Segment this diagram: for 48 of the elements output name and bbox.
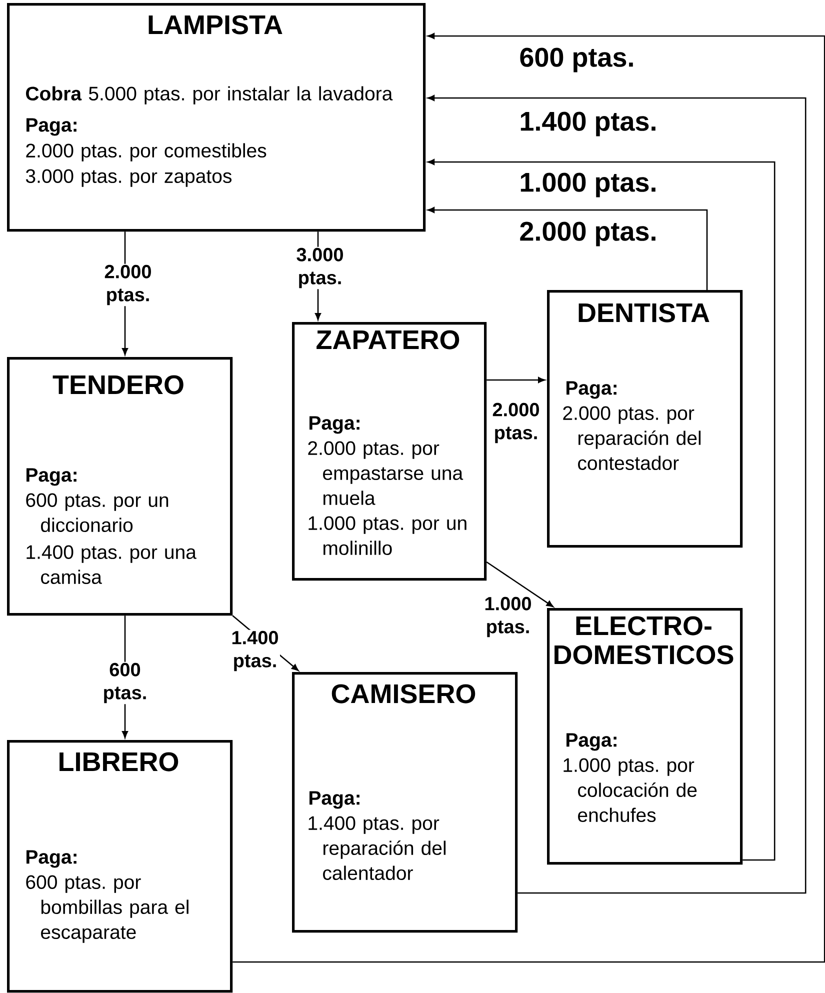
income-text: Cobra 5.000 ptas. por instalar la lavadora bbox=[26, 86, 393, 104]
edge-label: 2.000 ptas. bbox=[518, 220, 658, 248]
role-box bbox=[7, 3, 426, 232]
payment-item: 600 ptas. por bombillas para el escaparate bbox=[26, 875, 188, 943]
arrow bbox=[428, 159, 776, 861]
section-heading: Paga: bbox=[310, 416, 360, 434]
box-title: ZAPATERO bbox=[316, 330, 460, 350]
payment-item: 3.000 ptas. por zapatos bbox=[26, 169, 232, 187]
role-box bbox=[547, 290, 743, 548]
role-box bbox=[547, 608, 743, 865]
arrow bbox=[486, 377, 546, 383]
role-box bbox=[7, 740, 233, 993]
box-title: ELECTRO-DOMESTICOS bbox=[554, 616, 734, 664]
payment-item: 1.000 ptas. por un molinillo bbox=[308, 516, 466, 555]
section-heading: Paga: bbox=[566, 733, 616, 751]
edge-label: 600 ptas. bbox=[518, 46, 636, 74]
box-title: LIBRERO bbox=[60, 752, 178, 772]
box-title: CAMISERO bbox=[332, 684, 476, 704]
payment-item: 2.000 ptas. por empastarse una muela bbox=[308, 441, 464, 505]
section-heading: Paga: bbox=[566, 381, 616, 399]
edge-label: 600 ptas. bbox=[100, 662, 150, 704]
payment-item: 2.000 ptas. por reparación del contestador bbox=[563, 406, 701, 470]
payment-item: 1.400 ptas. por reparación del calentador bbox=[308, 816, 446, 880]
edge-label: 1.000 ptas. bbox=[483, 596, 533, 638]
edge-label: 2.000 ptas. bbox=[103, 264, 153, 306]
role-box bbox=[292, 672, 518, 933]
role-box bbox=[292, 322, 487, 581]
payment-item: 600 ptas. por un diccionario bbox=[26, 493, 168, 532]
box-title: LAMPISTA bbox=[148, 15, 282, 34]
edge-label: 1.000 ptas. bbox=[518, 172, 658, 198]
edge-label: 1.400 ptas. bbox=[230, 630, 280, 672]
payment-item: 2.000 ptas. por comestibles bbox=[26, 143, 266, 162]
role-box bbox=[7, 357, 233, 616]
section-heading: Paga: bbox=[26, 468, 76, 486]
arrow bbox=[428, 95, 806, 894]
section-heading: Paga: bbox=[26, 850, 76, 868]
edge-label: 1.400 ptas. bbox=[518, 110, 658, 138]
section-heading: Paga: bbox=[26, 118, 76, 136]
payment-item: 1.000 ptas. por colocación de enchufes bbox=[564, 758, 697, 822]
box-title: DENTISTA bbox=[578, 303, 710, 322]
edge-label: 3.000 ptas. bbox=[295, 246, 345, 290]
section-heading: Paga: bbox=[310, 791, 360, 809]
edge-label: 2.000 ptas. bbox=[491, 402, 541, 444]
arrow bbox=[486, 561, 554, 608]
box-title: TENDERO bbox=[52, 375, 184, 394]
payment-item: 1.400 ptas. por una camisa bbox=[26, 545, 196, 584]
arrow bbox=[232, 33, 825, 963]
arrow bbox=[428, 207, 708, 290]
